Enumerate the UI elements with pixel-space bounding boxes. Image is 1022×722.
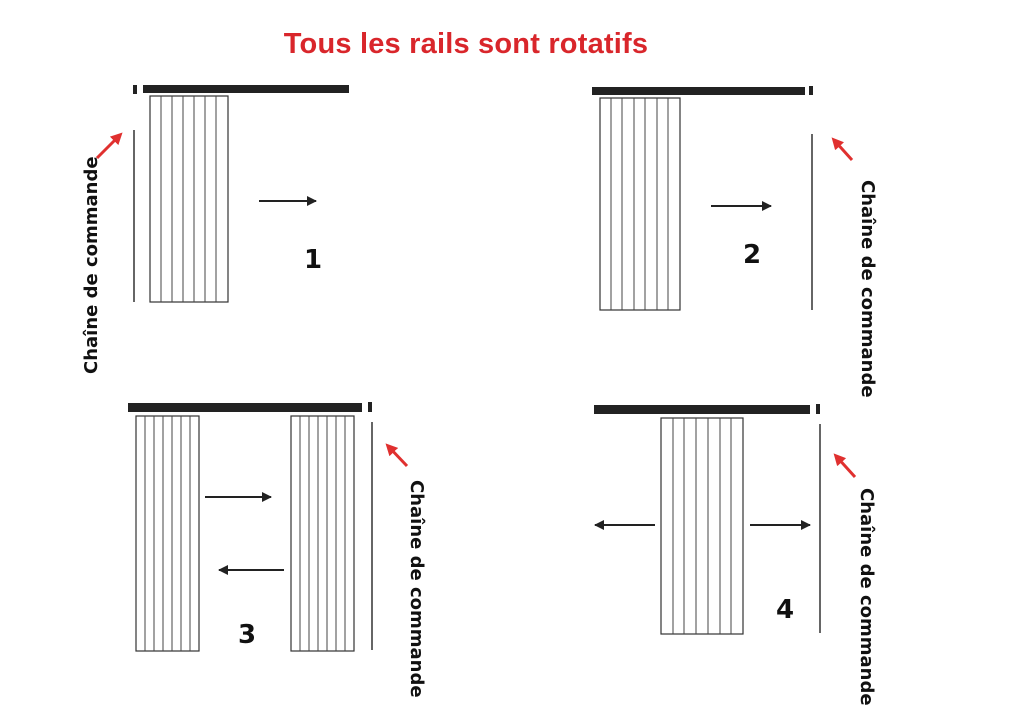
rail <box>594 405 810 414</box>
diagram-4: 4 Chaîne de commande <box>594 404 877 706</box>
rail-end-cap <box>816 404 820 414</box>
rail <box>143 85 349 93</box>
pointer-arrow-icon <box>831 137 854 162</box>
blind-panel-left <box>135 415 200 652</box>
rail <box>128 403 362 412</box>
diagram-3: 3 Chaîne de commande <box>128 402 427 698</box>
chain-label: Chaîne de commande <box>406 480 427 698</box>
rail <box>592 87 805 95</box>
rail-end-cap <box>368 402 372 412</box>
rail-end-cap <box>133 85 137 94</box>
blind-panel-right <box>290 415 355 652</box>
chain-label: Chaîne de commande <box>857 180 878 398</box>
blind-panel <box>599 97 681 311</box>
diagram-number: 2 <box>743 240 761 270</box>
blind-panel <box>660 417 744 635</box>
pointer-arrow-icon <box>385 443 409 468</box>
chain-label: Chaîne de commande <box>856 488 877 706</box>
diagram-2: 2 Chaîne de commande <box>592 86 878 398</box>
diagram-number: 4 <box>776 595 794 625</box>
rail-end-cap <box>809 86 813 95</box>
page-title: Tous les rails sont rotatifs <box>283 28 649 60</box>
diagram-number: 1 <box>304 245 322 275</box>
blind-panel <box>149 95 229 303</box>
diagram-number: 3 <box>238 620 256 650</box>
chain-label: Chaîne de commande <box>81 156 102 374</box>
pointer-arrow-icon <box>95 132 123 160</box>
pointer-arrow-icon <box>833 453 857 479</box>
diagram-1: 1 Chaîne de commande <box>81 85 349 374</box>
